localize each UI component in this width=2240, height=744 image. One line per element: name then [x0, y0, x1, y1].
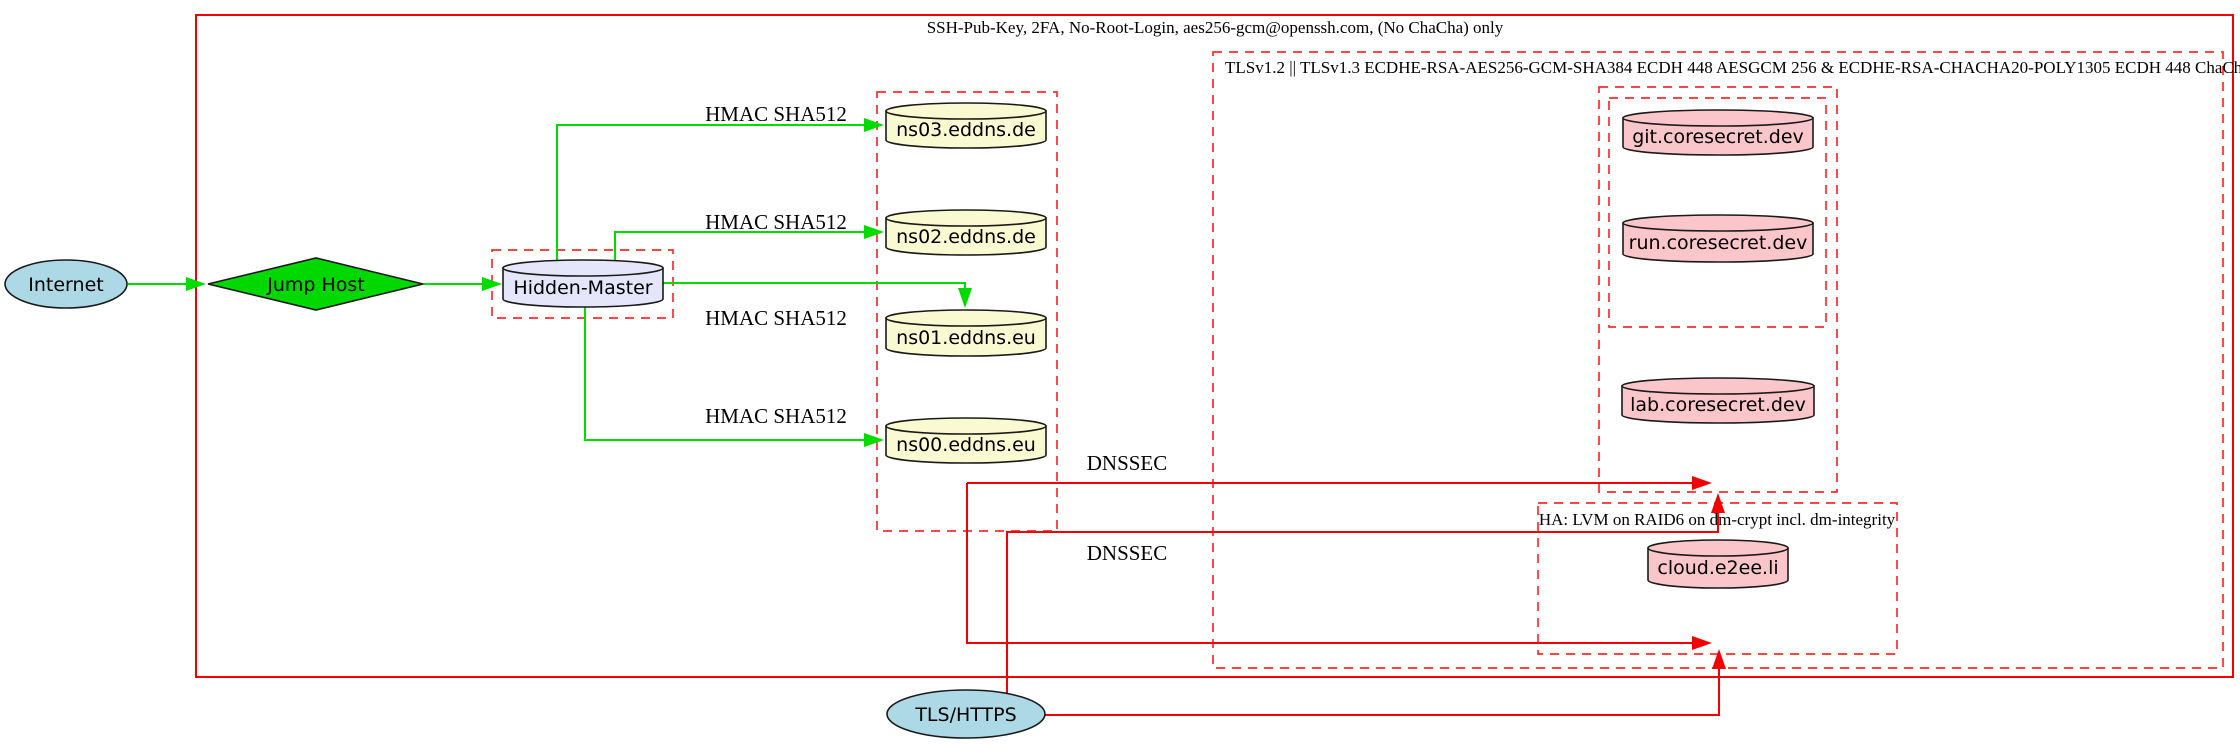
tls-cluster-label: TLSv1.2 || TLSv1.3 ECDHE-RSA-AES256-GCM-… [1225, 58, 2240, 77]
edge-ns03-arrowhead [864, 118, 884, 132]
ns00-label: ns00.eddns.eu [896, 434, 1036, 456]
git-label: git.coresecret.dev [1632, 126, 1804, 148]
edge-hiddenmaster-ns03 [556, 124, 865, 260]
hidden-master-label: Hidden-Master [513, 277, 652, 299]
edge-ns00-arrowhead [864, 433, 884, 447]
run-node [1622, 222, 1814, 263]
edge-ns02-arrowhead [864, 225, 884, 239]
cloud-node-top [1647, 539, 1789, 557]
hmac-label-ns03: HMAC SHA512 [705, 102, 847, 126]
ns02-node-top [885, 209, 1047, 227]
ssh-cluster-border [195, 14, 2234, 678]
hidden-master-node-top [502, 259, 664, 277]
edge-tls-ha-arrowhead [1712, 649, 1726, 669]
git-node-top [1622, 109, 1814, 127]
edge-dnssec-ha-arrowhead [1692, 636, 1712, 650]
hmac-label-ns02: HMAC SHA512 [705, 210, 847, 234]
lab-label: lab.coresecret.dev [1630, 394, 1806, 416]
lab-node-top [1621, 377, 1815, 395]
edge-hiddenmaster-ns02 [614, 231, 865, 260]
edge-internet-arrowhead [186, 277, 206, 291]
internet-node [4, 259, 128, 309]
hmac-label-ns01: HMAC SHA512 [705, 306, 847, 330]
internet-label: Internet [28, 274, 103, 296]
edge-dnssec-web-arrowhead [1692, 476, 1712, 490]
ns02-node [885, 217, 1047, 256]
hmac-label-ns00: HMAC SHA512 [705, 404, 847, 428]
edge-tls-web [1006, 512, 1719, 694]
edge-jumphost-arrowhead [482, 277, 502, 291]
ns03-node-top [885, 102, 1047, 120]
edge-hiddenmaster-ns00 [584, 307, 865, 441]
ssh-cluster-label: SSH-Pub-Key, 2FA, No-Root-Login, aes256-… [927, 18, 1504, 37]
ns01-node-top [885, 309, 1047, 327]
edge-tls-ha [1045, 668, 1720, 716]
ns03-label: ns03.eddns.de [896, 119, 1036, 141]
tls-https-node [886, 689, 1046, 739]
ns00-node [885, 425, 1047, 464]
run-node-top [1622, 214, 1814, 232]
web-cluster-border [1598, 86, 1838, 493]
cloud-label: cloud.e2ee.li [1657, 557, 1778, 579]
hidden-master-node [502, 267, 664, 308]
git-node [1622, 117, 1814, 156]
edge-ns01-arrowhead [958, 288, 972, 308]
lab-node [1621, 385, 1815, 424]
dnssec-label-web: DNSSEC [1087, 451, 1168, 475]
edge-dnssec-ha [966, 483, 1693, 644]
dnssec-label-ha: DNSSEC [1087, 541, 1168, 565]
jump-host-node [207, 257, 424, 311]
ns01-node [885, 317, 1047, 357]
ns02-label: ns02.eddns.de [896, 226, 1036, 248]
ns01-label: ns01.eddns.eu [896, 327, 1036, 349]
ns03-node [885, 110, 1047, 149]
edge-tls-web-arrowhead [1711, 493, 1725, 513]
tls-https-label: TLS/HTTPS [914, 704, 1016, 726]
jump-host-label: Jump Host [266, 274, 365, 296]
cloud-node [1647, 547, 1789, 589]
run-label: run.coresecret.dev [1629, 232, 1808, 254]
edge-hiddenmaster-ns01 [663, 282, 966, 289]
ns00-node-top [885, 417, 1047, 435]
